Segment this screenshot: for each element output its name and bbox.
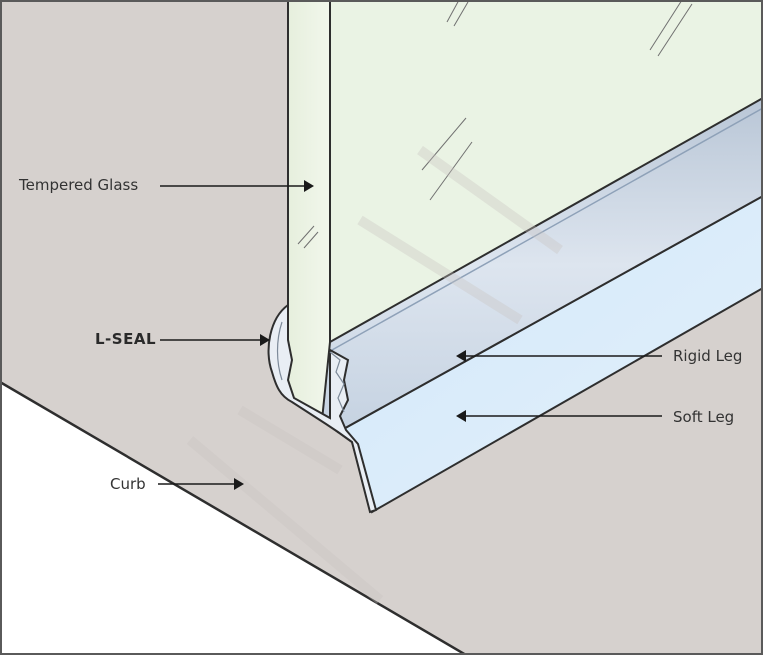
leader-tempered-glass [160,180,314,192]
glass-edge [287,0,331,424]
leader-l-seal [160,334,270,346]
leader-rigid-leg [456,350,662,362]
rigid-leg-edge [331,107,763,351]
glass-reflection [297,0,693,249]
label-soft-leg: Soft Leg [673,408,735,426]
label-l-seal: L-SEAL [95,330,157,348]
label-curb: Curb [110,475,146,493]
leader-soft-leg [456,410,662,422]
leader-curb [158,478,244,490]
tempered-glass-pane [329,0,763,352]
watermark [186,145,563,604]
label-rigid-leg: Rigid Leg [673,347,743,365]
l-seal-profile-notch [329,351,345,413]
curb [0,380,469,655]
l-seal-profile-inner [276,321,283,381]
label-tempered-glass: Tempered Glass [19,176,139,194]
l-seal-profile [267,303,378,514]
rigid-leg [320,96,763,434]
